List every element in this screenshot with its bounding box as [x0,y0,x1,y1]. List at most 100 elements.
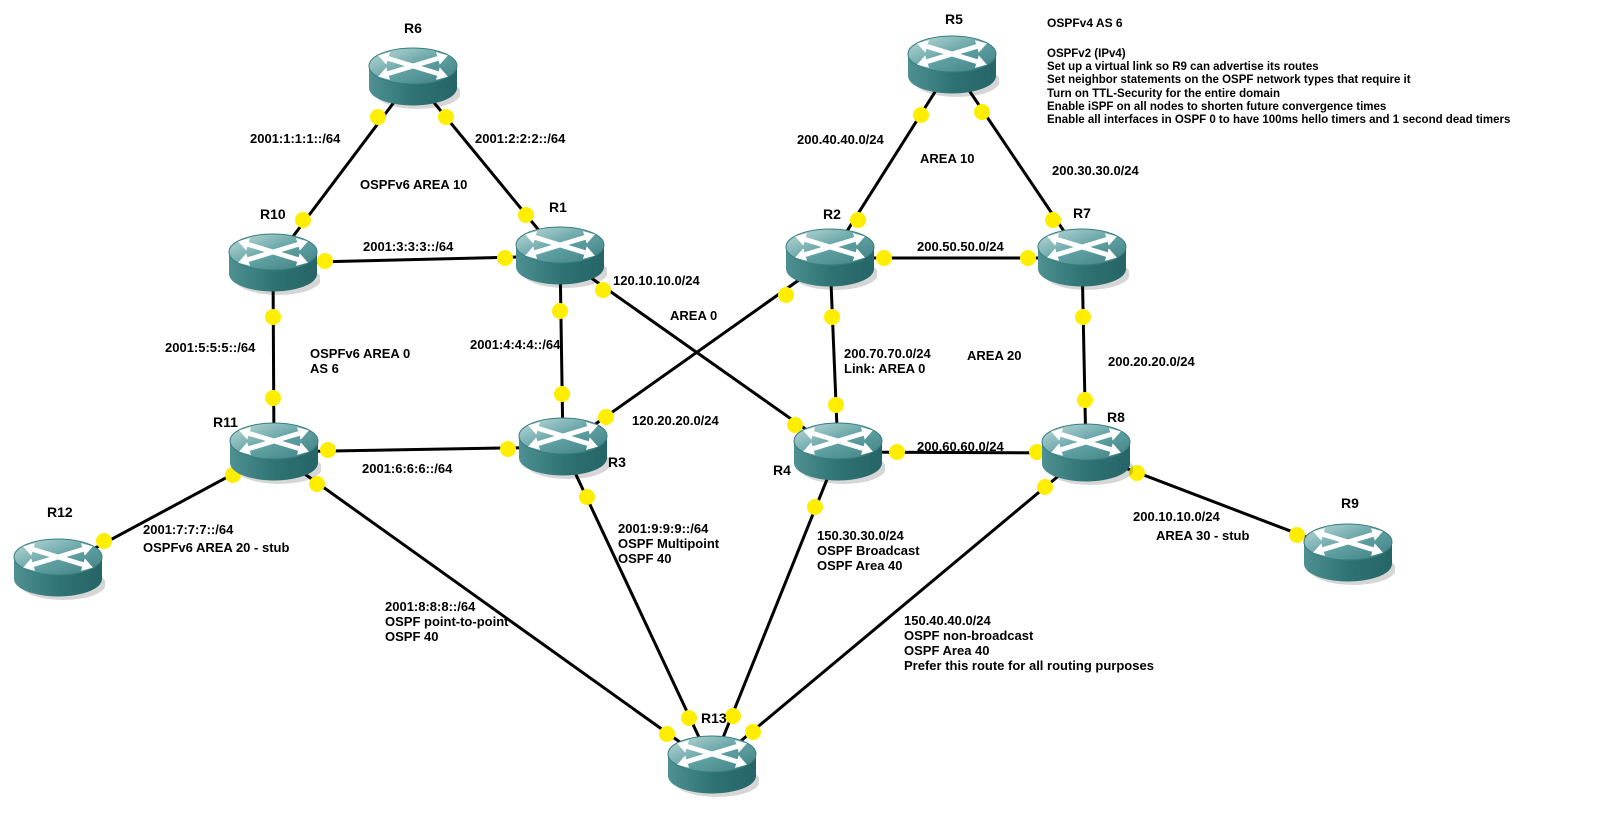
link-R6-R10[interactable] [271,76,415,264]
router-R3[interactable] [516,413,611,481]
router-icon [515,226,608,288]
interface-dot [807,499,823,515]
interface-dot [370,109,386,125]
router-icon [907,35,1000,97]
interface-dot [1129,465,1145,481]
interface-dot [1077,392,1093,408]
router-label-R3: R3 [608,454,626,470]
router-label-R1: R1 [549,199,567,215]
annotation-line: 2001:6:6:6::/64 [362,461,453,476]
link-R8-R13[interactable] [711,451,1087,767]
notes-lines: OSPFv2 (IPv4)Set up a virtual link so R9… [1047,48,1510,127]
interface-dot [681,710,697,726]
annotation-line: 150.40.40.0/24 [904,613,991,628]
interface-dot [850,212,866,228]
note-line: Enable all interfaces in OSPF 0 to have … [1047,114,1511,127]
link-R11-R13[interactable] [273,450,713,767]
router-label-R8: R8 [1107,409,1125,425]
router-label-R9: R9 [1341,495,1359,511]
interface-dot [554,386,570,402]
interface-dot [725,708,741,724]
notes-block: OSPFv4 AS 6 OSPFv2 (IPv4)Set up a virtua… [1047,16,1510,127]
link-R2-R4[interactable] [828,257,840,453]
router-icon [1303,523,1396,585]
annotation: 200.40.40.0/24 [797,132,884,147]
annotation-line: OSPF Area 40 [817,558,903,573]
annotation-line: OSPF Multipoint [618,536,720,551]
link-R10-R11[interactable] [271,262,276,453]
notes-title: OSPFv4 AS 6 [1047,16,1123,30]
interface-dot [1037,479,1053,495]
note-line: Turn on TTL-Security for the entire doma… [1047,87,1280,100]
router-icon [785,228,878,290]
router-icon [1041,423,1134,485]
interface-dot [659,726,675,742]
router-R5[interactable] [905,31,1000,99]
router-R4[interactable] [791,418,886,486]
interface-dot [889,444,905,460]
interface-dot [778,287,794,303]
router-icon [368,47,461,109]
annotation-line: OSPF 40 [385,629,439,644]
interface-dot [518,207,534,223]
annotation-line: 200.20.20.0/24 [1108,354,1195,369]
link-R6-R1[interactable] [411,76,562,257]
router-R10[interactable] [226,229,321,297]
router-R2[interactable] [783,224,878,292]
interface-dot [1075,309,1091,325]
annotation: AREA 10 [920,151,974,166]
interface-dot [1289,527,1305,543]
router-label-R6: R6 [404,20,422,36]
interface-dot [500,441,516,457]
router-R1[interactable] [513,222,608,290]
annotation: 2001:6:6:6::/64 [362,461,452,476]
router-R6[interactable] [366,43,461,111]
annotation-line: 200.10.10.0/24 [1133,509,1220,524]
link-R5-R7[interactable] [950,64,1084,259]
note-line: Set neighbor statements on the OSPF netw… [1047,74,1411,87]
annotation: AREA 20 [967,348,1021,363]
interface-dot [320,442,336,458]
annotation-line: OSPFv6 AREA 10 [360,177,468,192]
annotation-line: 200.30.30.0/24 [1052,163,1139,178]
interface-dot [598,409,614,425]
annotation-line: 2001:3:3:3::/64 [363,239,454,254]
annotation-line: 200.60.60.0/24 [917,439,1004,454]
router-R8[interactable] [1039,419,1134,487]
interface-dot [265,309,281,325]
interface-dot [309,476,325,492]
annotation: 120.20.20.0/24 [632,413,719,428]
interface-dot [317,253,333,269]
interface-dot [1029,444,1045,460]
annotation: 2001:3:3:3::/64 [363,239,453,254]
router-label-R4: R4 [773,462,791,478]
link-R7-R8[interactable] [1080,257,1088,454]
router-label-R12: R12 [47,504,73,520]
router-label-R5: R5 [945,11,963,27]
router-R7[interactable] [1035,224,1130,292]
router-label-R11: R11 [213,414,238,430]
router-R12[interactable] [11,534,106,602]
router-R13[interactable] [665,731,760,799]
annotation-line: AS 6 [310,361,339,376]
annotation-line: AREA 20 [967,348,1022,363]
interface-dot [579,489,595,505]
annotation-line: OSPF Broadcast [817,543,920,558]
router-R11[interactable] [227,418,322,486]
interface-dot [595,282,611,298]
annotation-line: 200.70.70.0/24 [844,346,931,361]
router-R9[interactable] [1301,519,1396,587]
router-icon [228,233,321,295]
interface-dot [497,250,513,266]
router-icon [793,422,886,484]
link-R1-R3[interactable] [558,255,565,448]
annotation-line: OSPFv6 AREA 0 [310,346,411,361]
link-R5-R2[interactable] [828,64,954,259]
annotation-line: 150.30.30.0/24 [817,528,904,543]
annotation-line: OSPF non-broadcast [904,628,1034,643]
annotation-line: 2001:8:8:8::/64 [385,599,476,614]
annotation: 2001:2:2:2::/64 [475,131,565,146]
